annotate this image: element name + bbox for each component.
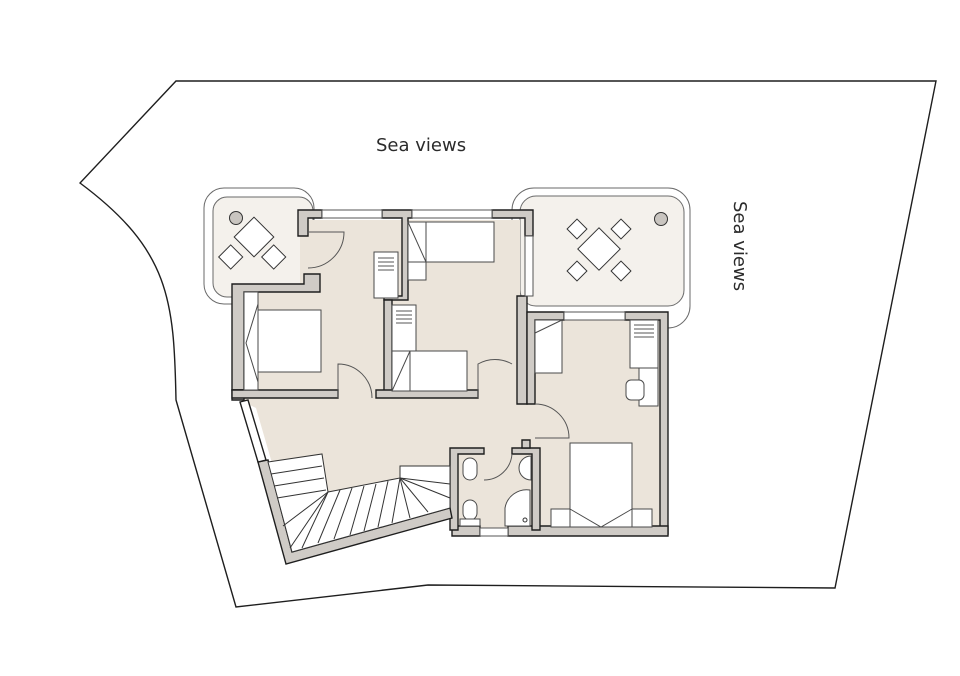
- sink-icon: [518, 455, 532, 481]
- terrace-left: [203, 187, 315, 305]
- door-swing-icon: [477, 358, 513, 398]
- bidet-icon: [462, 499, 478, 521]
- plant-pot-icon: [229, 211, 243, 225]
- plant-pot-icon: [654, 212, 668, 226]
- chair-icon: [217, 244, 244, 270]
- terrace-right: [511, 187, 691, 329]
- door-swing-icon: [483, 453, 513, 481]
- radiator-icon: [391, 304, 417, 352]
- double-bed-icon: [569, 442, 633, 528]
- bedside-table-icon: [407, 261, 427, 281]
- table-icon: [233, 216, 275, 258]
- radiator-icon: [373, 251, 399, 299]
- chair-icon: [260, 244, 287, 270]
- single-bed-icon: [391, 350, 468, 392]
- door-swing-icon: [337, 363, 373, 399]
- chair-icon: [610, 218, 632, 240]
- door-swing-icon: [307, 231, 345, 269]
- single-bed-icon: [534, 319, 563, 374]
- chair-icon: [625, 379, 645, 401]
- toilet-icon: [462, 457, 478, 481]
- sea-views-label-right: Sea views: [729, 201, 750, 291]
- shower-icon: [504, 489, 531, 527]
- bathroom: [459, 453, 532, 527]
- bedside-table-icon: [631, 508, 653, 528]
- bedroom-3: [534, 319, 659, 528]
- wardrobe-icon: [629, 319, 659, 369]
- bedroom-2: [391, 221, 513, 398]
- staircase: [267, 453, 451, 553]
- double-bed-icon: [255, 309, 322, 373]
- chair-icon: [566, 218, 588, 240]
- bedroom-1: [243, 231, 399, 399]
- chair-icon: [610, 260, 632, 282]
- single-bed-icon: [407, 221, 495, 263]
- door-swing-icon: [534, 403, 570, 439]
- sea-views-label-top: Sea views: [376, 135, 466, 156]
- chair-icon: [566, 260, 588, 282]
- windows: [321, 209, 626, 537]
- table-icon: [577, 227, 621, 271]
- bedside-table-icon: [550, 508, 571, 528]
